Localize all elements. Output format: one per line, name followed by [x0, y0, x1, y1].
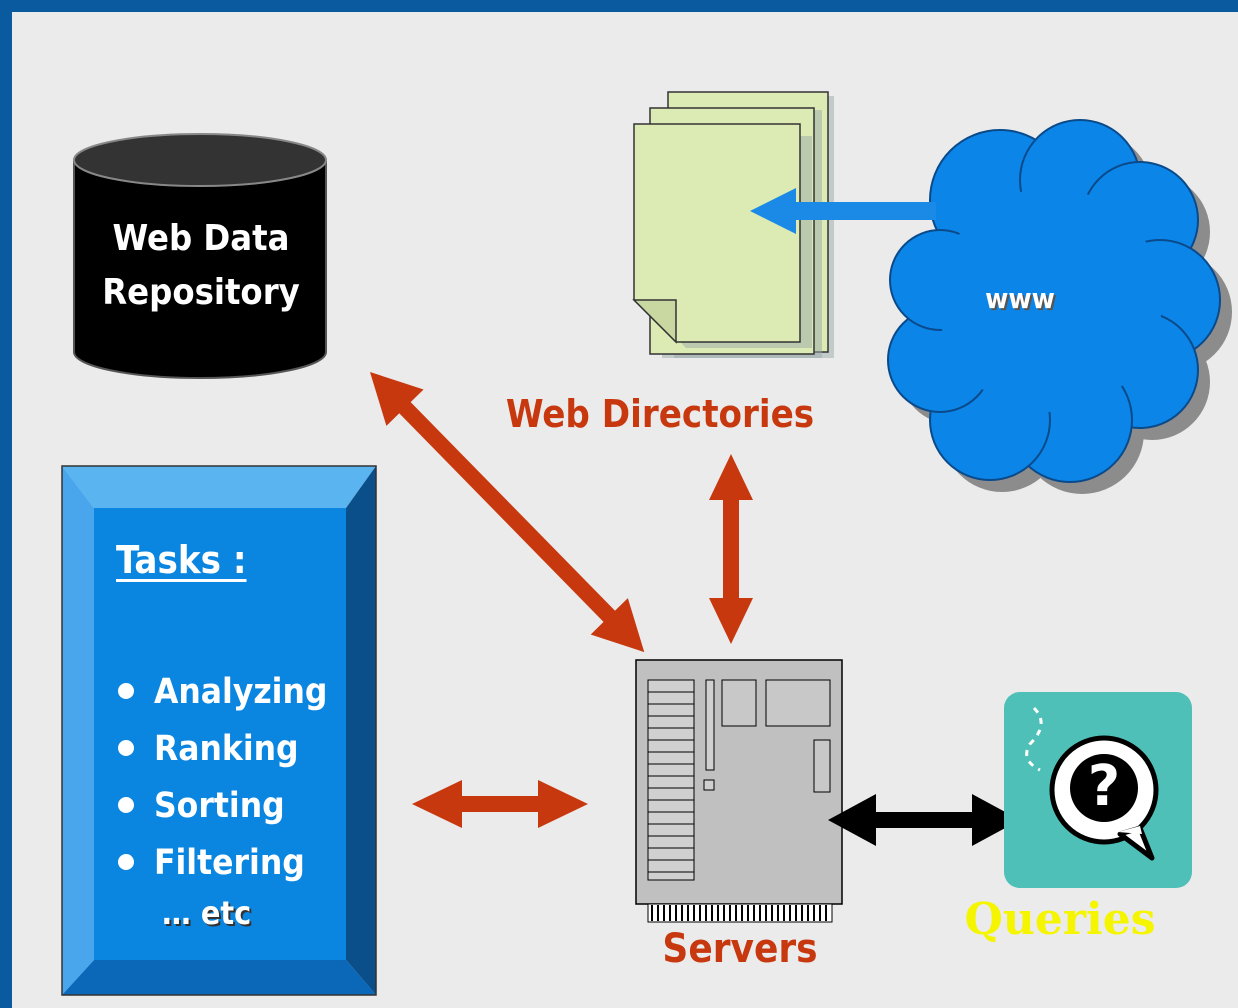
tasks-box	[61, 465, 377, 996]
task-item: Filtering	[118, 835, 327, 892]
documents-icon	[632, 91, 834, 358]
question-mark-icon: ?	[1087, 754, 1121, 819]
database-icon	[73, 133, 327, 379]
server-pins	[651, 905, 827, 921]
directories-label: Web Directories	[505, 392, 815, 436]
server-icon	[635, 659, 843, 923]
arrow-repository-servers	[370, 372, 645, 653]
tasks-title: Tasks :	[116, 538, 247, 582]
www-label: www	[985, 282, 1055, 315]
task-item-label: Ranking	[154, 729, 299, 769]
server-slots	[648, 691, 694, 873]
repository-label-line2: Repository	[102, 272, 300, 313]
queries-icon	[1004, 692, 1192, 888]
bullet-icon	[118, 797, 134, 813]
tasks-list: Analyzing Ranking Sorting Filtering	[118, 664, 327, 892]
task-item-label: Analyzing	[154, 672, 328, 712]
bullet-icon	[118, 854, 134, 870]
arrow-tasks-servers	[412, 780, 588, 828]
arrow-directories-servers	[709, 454, 753, 644]
repository-label: Web Data Repository	[70, 212, 332, 320]
arrow-www-to-directories	[750, 188, 936, 234]
queries-label: Queries	[964, 894, 1156, 945]
repository-label-line1: Web Data	[112, 218, 290, 259]
cloud-icon	[887, 119, 1232, 494]
tasks-etc: … etc	[162, 894, 252, 932]
task-item: Analyzing	[118, 664, 327, 721]
bullet-icon	[118, 740, 134, 756]
servers-label: Servers	[662, 926, 818, 972]
task-item: Sorting	[118, 778, 327, 835]
arrow-servers-queries	[828, 794, 1020, 846]
bullet-icon	[118, 683, 134, 699]
task-item: Ranking	[118, 721, 327, 778]
task-item-label: Sorting	[154, 786, 285, 826]
task-item-label: Filtering	[154, 843, 305, 883]
